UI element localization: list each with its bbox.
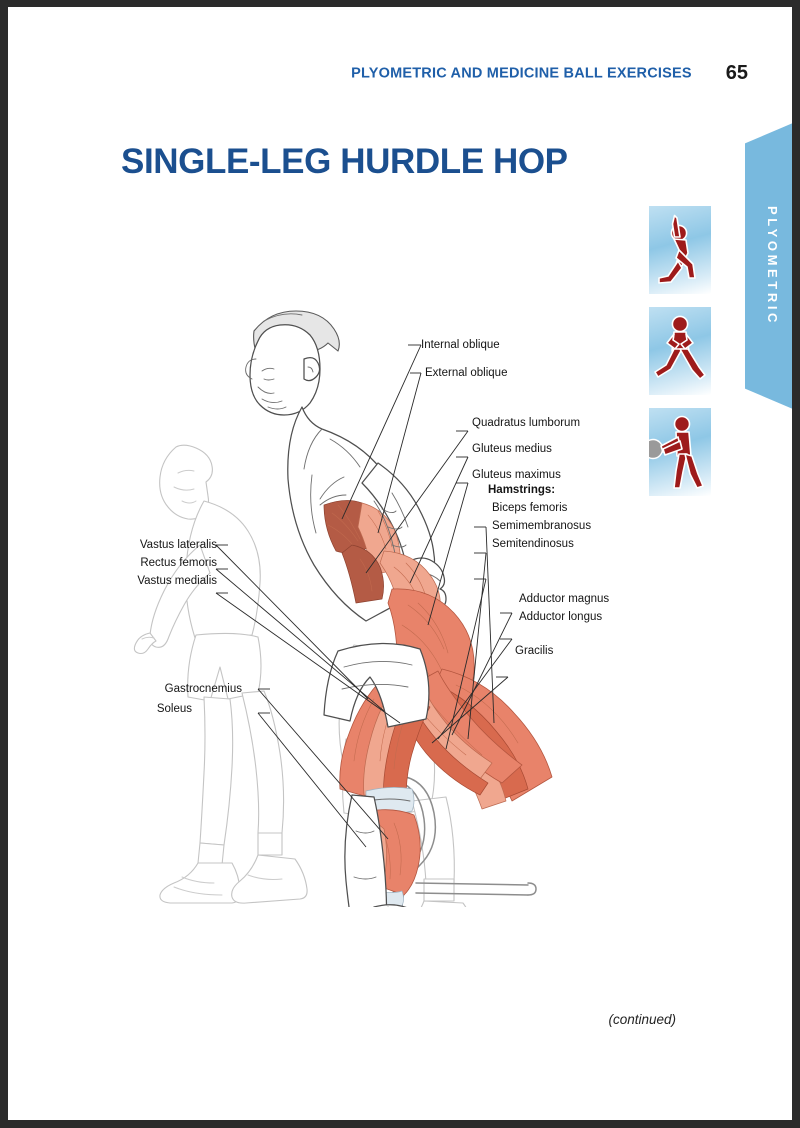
- plyometric-lateral-bound-icon: [649, 307, 711, 395]
- callout-gluteus-medius: Gluteus medius: [472, 443, 552, 455]
- callout-external-oblique: External oblique: [425, 367, 508, 379]
- main-figure: [245, 310, 553, 907]
- callout-rectus-femoris: Rectus femoris: [140, 557, 217, 569]
- ghost-figure-rear: [133, 444, 308, 904]
- callout-semimembranosus: Semimembranosus: [492, 520, 592, 532]
- section-tab-label: PLYOMETRIC: [765, 205, 780, 327]
- callout-quadratus-lumborum: Quadratus lumborum: [472, 417, 581, 429]
- callout-semitendinosus: Semitendinosus: [492, 538, 574, 550]
- plyometric-jump-icon: [649, 206, 711, 294]
- callout-adductor-magnus: Adductor magnus: [519, 593, 610, 605]
- running-head: PLYOMETRIC AND MEDICINE BALL EXERCISES 65: [8, 62, 748, 85]
- continued-note: (continued): [608, 1012, 676, 1027]
- medicine-ball-throw-icon: [649, 408, 711, 496]
- callout-vastus-medialis: Vastus medialis: [137, 575, 217, 587]
- shoe-airborne: [373, 904, 407, 907]
- muscle-gracilis: [401, 696, 489, 796]
- running-head-text: PLYOMETRIC AND MEDICINE BALL EXERCISES: [351, 65, 692, 82]
- callout-gluteus-maximus: Gluteus maximus: [472, 469, 561, 481]
- callout-internal-oblique: Internal oblique: [421, 339, 500, 351]
- callout-vastus-lateralis: Vastus lateralis: [139, 539, 217, 551]
- anatomy-illustration: .gh { fill:#fff; stroke:#c4c4c4; stroke-…: [116, 287, 646, 907]
- callout-gracilis: Gracilis: [515, 645, 554, 657]
- callout-leader-lines: [215, 344, 513, 848]
- callout-biceps-femoris: Biceps femoris: [492, 502, 568, 514]
- callout-hamstrings-heading: Hamstrings:: [488, 484, 556, 496]
- muscle-quadratus-lumborum: [341, 544, 384, 604]
- section-tab-plyometric: PLYOMETRIC: [745, 120, 792, 412]
- page-title: SINGLE-LEG HURDLE HOP: [121, 142, 568, 182]
- page-number: 65: [725, 62, 748, 84]
- book-page: PLYOMETRIC AND MEDICINE BALL EXERCISES 65…: [8, 7, 792, 1120]
- callout-soleus: Soleus: [156, 703, 192, 715]
- callout-adductor-longus: Adductor longus: [519, 611, 603, 623]
- section-tab-shape: [745, 120, 792, 412]
- callout-gastrocnemius: Gastrocnemius: [164, 683, 242, 695]
